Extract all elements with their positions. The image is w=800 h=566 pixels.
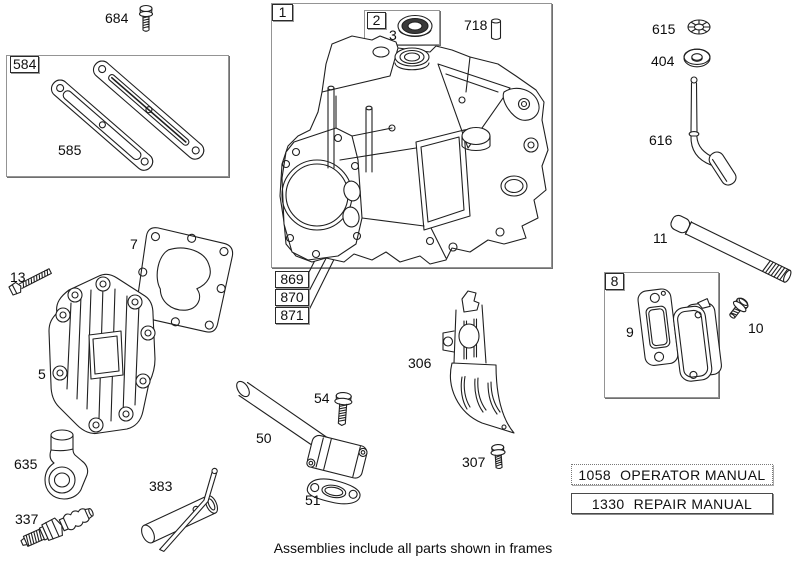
lock-washer-615-drawing bbox=[687, 19, 711, 35]
oil-tube-11-drawing bbox=[670, 214, 792, 283]
frame-tag-2: 2 bbox=[367, 12, 386, 29]
part-label-684: 684 bbox=[105, 10, 129, 26]
dowel-pin-718-drawing bbox=[490, 18, 502, 41]
frame-tag-584: 584 bbox=[10, 56, 40, 73]
part-label-50: 50 bbox=[256, 430, 272, 446]
callout-tag-869: 869 bbox=[275, 271, 309, 288]
part-label-307: 307 bbox=[462, 454, 486, 470]
part-label-383: 383 bbox=[149, 478, 173, 494]
part-label-51: 51 bbox=[305, 492, 321, 508]
head-gasket-7-drawing bbox=[135, 227, 234, 333]
operator-manual-number: 1058 bbox=[578, 466, 612, 483]
screw-54-drawing bbox=[334, 391, 353, 427]
assembly-frame-8 bbox=[604, 272, 719, 398]
callout-tag-870: 870 bbox=[275, 289, 309, 306]
callout-tag-871: 871 bbox=[275, 307, 309, 324]
screw-10-drawing bbox=[729, 297, 749, 319]
part-label-3: 3 bbox=[389, 27, 397, 43]
part-label-616: 616 bbox=[649, 132, 673, 148]
spark-plug-337-drawing bbox=[20, 508, 94, 547]
assembly-frame-2 bbox=[364, 10, 440, 45]
muffler-50-drawing bbox=[236, 380, 368, 479]
assembly-frame-584 bbox=[6, 55, 229, 177]
deflector-plate-drawing bbox=[672, 298, 722, 382]
plug-wrench-383-drawing bbox=[141, 467, 219, 552]
gasket-51-drawing bbox=[306, 478, 361, 505]
operator-manual-box: 1058 OPERATOR MANUAL bbox=[571, 464, 773, 485]
part-label-635: 635 bbox=[14, 456, 38, 472]
part-label-11: 11 bbox=[653, 230, 668, 246]
part-label-5: 5 bbox=[38, 366, 46, 382]
gasket-585-left-drawing bbox=[50, 79, 154, 171]
part-label-306: 306 bbox=[408, 355, 432, 371]
part-label-7: 7 bbox=[130, 236, 138, 252]
assembly-frame-1 bbox=[271, 3, 552, 268]
part-label-13: 13 bbox=[10, 269, 26, 285]
bolt-684-drawing bbox=[138, 4, 154, 32]
diagram-caption: Assemblies include all parts shown in fr… bbox=[273, 540, 553, 556]
dipstick-616-drawing bbox=[688, 76, 737, 186]
part-label-585: 585 bbox=[58, 142, 82, 158]
part-label-615: 615 bbox=[652, 21, 676, 37]
part-label-9: 9 bbox=[626, 324, 634, 340]
repair-manual-number: 1330 bbox=[591, 495, 625, 512]
part-label-718: 718 bbox=[464, 17, 488, 33]
screw-307-drawing bbox=[490, 443, 506, 470]
engine-block-drawing bbox=[279, 35, 549, 265]
part-label-54: 54 bbox=[314, 390, 330, 406]
part-label-404: 404 bbox=[651, 53, 675, 69]
gasket-585-right-drawing bbox=[92, 60, 205, 160]
oil-seal-3-drawing bbox=[397, 14, 433, 38]
part-label-10: 10 bbox=[748, 320, 764, 336]
repair-manual-box: 1330 REPAIR MANUAL bbox=[571, 493, 773, 514]
bolt-13-drawing bbox=[8, 268, 52, 296]
part-label-337: 337 bbox=[15, 511, 39, 527]
muffler-gasket-9-drawing bbox=[637, 288, 679, 366]
frame-tag-8: 8 bbox=[605, 273, 624, 290]
spark-plug-boot-635-drawing bbox=[44, 429, 89, 500]
flat-washer-404-drawing bbox=[683, 48, 711, 68]
repair-manual-label: REPAIR MANUAL bbox=[633, 495, 753, 512]
operator-manual-label: OPERATOR MANUAL bbox=[620, 466, 766, 483]
cylinder-head-5-drawing bbox=[48, 273, 156, 435]
shield-306-drawing bbox=[442, 290, 515, 434]
frame-tag-1: 1 bbox=[272, 4, 293, 21]
